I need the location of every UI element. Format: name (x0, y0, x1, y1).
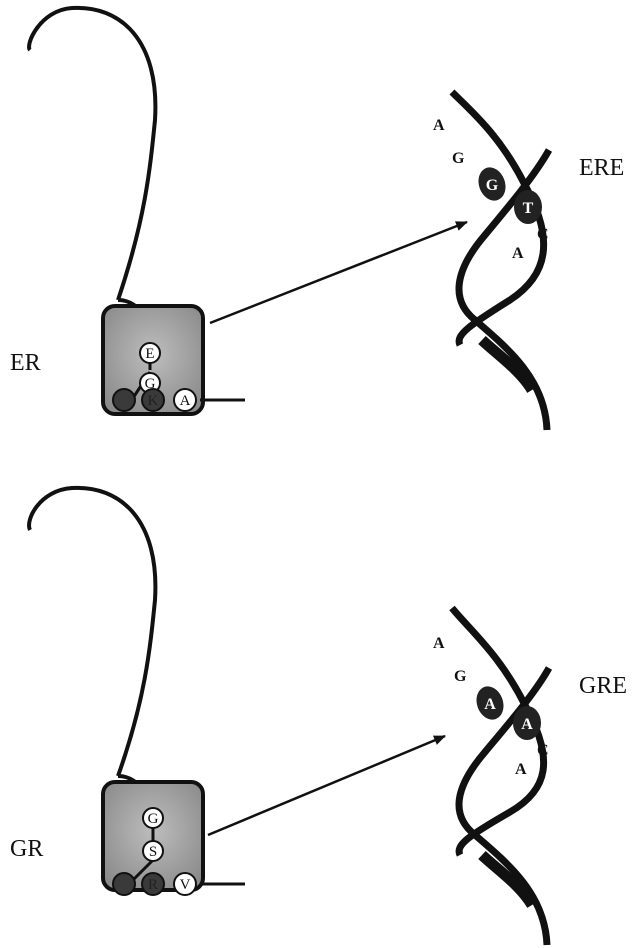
dna-helix (452, 92, 549, 430)
residue-bottom-right: A (174, 389, 196, 411)
dna-base-5: C (537, 226, 549, 243)
panel-gr: G S R V GR A G A (10, 488, 627, 945)
residue-bottom-mid: K (142, 389, 164, 411)
dna-base-2: G (452, 150, 465, 167)
dna-base-6: A (515, 761, 527, 778)
dna-base-5: C (537, 742, 549, 759)
dna-base-1: A (433, 117, 445, 134)
dna-base-3-highlight: A (472, 683, 508, 724)
receptor-chain (29, 8, 155, 300)
receptor-label: GR (10, 836, 43, 862)
svg-text:G: G (148, 811, 159, 827)
element-label: ERE (579, 155, 624, 181)
dna-base-1: A (433, 635, 445, 652)
panel-er: E G K A ER A G G (10, 8, 624, 430)
svg-text:R: R (148, 877, 158, 893)
residue-top: G (143, 808, 163, 828)
dna-base-4-highlight: A (513, 706, 541, 740)
residue-top: E (140, 343, 160, 363)
receptor-label: ER (10, 350, 41, 376)
svg-text:E: E (145, 346, 154, 362)
svg-text:K: K (148, 393, 159, 409)
svg-text:S: S (149, 844, 157, 860)
svg-text:A: A (484, 696, 496, 713)
svg-text:A: A (180, 393, 191, 409)
receptor-chain (29, 488, 155, 776)
residue-bottom-mid: R (142, 873, 164, 895)
dna-base-4-highlight: T (514, 190, 542, 224)
svg-text:V: V (180, 877, 191, 893)
dna-base-2: G (454, 668, 467, 685)
dna-helix (452, 608, 549, 945)
svg-text:G: G (486, 177, 499, 194)
residue-bottom-right: V (174, 873, 196, 895)
residue-bottom-left (113, 873, 135, 895)
dna-base-6: A (512, 245, 524, 262)
element-label: GRE (579, 673, 627, 699)
svg-text:A: A (521, 716, 533, 733)
dna-base-3-highlight: G (474, 164, 510, 205)
residue-bottom-left (113, 389, 135, 411)
residue-middle: S (143, 841, 163, 861)
svg-text:T: T (523, 200, 534, 217)
binding-arrow (210, 222, 467, 323)
binding-arrow (208, 736, 445, 835)
